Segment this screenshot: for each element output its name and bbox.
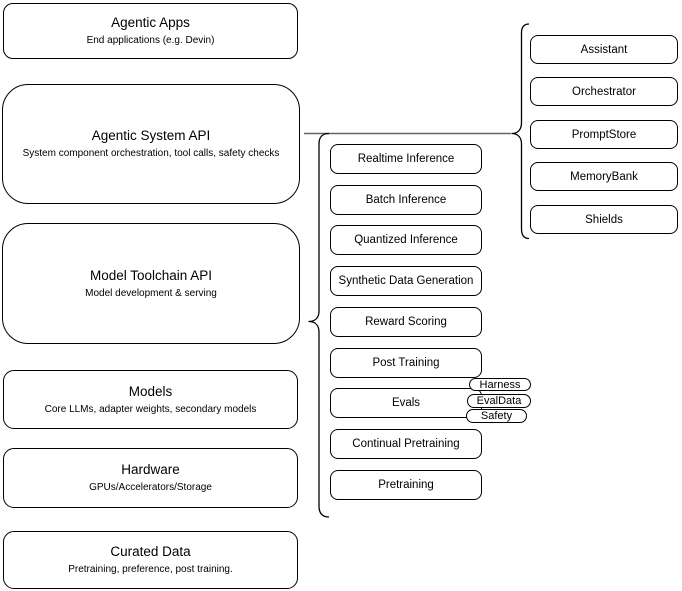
node-models: Models Core LLMs, adapter weights, secon… — [3, 370, 298, 429]
node-subtitle: GPUs/Accelerators/Storage — [89, 482, 212, 493]
node-quantized-inference: Quantized Inference — [330, 225, 482, 255]
node-subtitle: Pretraining, preference, post training. — [68, 564, 233, 575]
node-title: Curated Data — [110, 544, 191, 559]
node-label: Orchestrator — [572, 85, 636, 98]
node-subtitle: Core LLMs, adapter weights, secondary mo… — [44, 403, 257, 415]
node-model-toolchain-api: Model Toolchain API Model development & … — [2, 223, 300, 344]
node-batch-inference: Batch Inference — [330, 185, 482, 215]
node-subtitle: End applications (e.g. Devin) — [86, 35, 215, 46]
node-label: Synthetic Data Generation — [338, 275, 474, 287]
node-subtitle: System component orchestration, tool cal… — [22, 148, 280, 159]
node-label: MemoryBank — [570, 170, 638, 183]
pill-label: EvalData — [476, 395, 522, 407]
pill-safety: Safety — [466, 409, 527, 423]
node-label: Assistant — [580, 43, 628, 56]
node-synthetic-data-generation: Synthetic Data Generation — [330, 266, 482, 296]
pill-label: Safety — [480, 410, 513, 422]
node-agentic-apps: Agentic Apps End applications (e.g. Devi… — [3, 3, 298, 59]
node-subtitle: Model development & serving — [85, 287, 217, 299]
toolchain-group-brace — [308, 132, 330, 518]
node-title: Models — [128, 383, 173, 399]
system-group-brace — [511, 23, 530, 240]
pill-harness: Harness — [469, 378, 531, 391]
node-pretraining: Pretraining — [330, 470, 482, 500]
node-shields: Shields — [530, 205, 678, 234]
node-title: Model Toolchain API — [89, 267, 213, 283]
node-evals: Evals — [330, 388, 482, 418]
pill-label: Harness — [479, 378, 521, 391]
node-post-training: Post Training — [330, 348, 482, 378]
node-title: Agentic Apps — [111, 15, 190, 30]
node-assistant: Assistant — [530, 35, 678, 64]
node-agentic-system-api: Agentic System API System component orch… — [2, 84, 300, 204]
node-promptstore: PromptStore — [530, 120, 678, 149]
node-label: Continual Pretraining — [352, 438, 460, 450]
node-reward-scoring: Reward Scoring — [330, 307, 482, 337]
node-label: Evals — [391, 397, 421, 409]
node-label: Pretraining — [378, 479, 434, 491]
node-title: Hardware — [121, 462, 180, 477]
node-realtime-inference: Realtime Inference — [330, 144, 482, 174]
node-label: Post Training — [372, 357, 440, 369]
node-label: Shields — [585, 213, 623, 226]
node-hardware: Hardware GPUs/Accelerators/Storage — [3, 448, 298, 508]
pill-evaldata: EvalData — [467, 394, 531, 408]
node-label: Reward Scoring — [365, 316, 447, 328]
node-label: PromptStore — [571, 128, 637, 141]
node-label: Realtime Inference — [357, 153, 455, 165]
node-label: Quantized Inference — [354, 234, 458, 246]
node-continual-pretraining: Continual Pretraining — [330, 429, 482, 459]
node-title: Agentic System API — [91, 128, 211, 143]
node-orchestrator: Orchestrator — [530, 77, 678, 106]
node-label: Batch Inference — [365, 194, 447, 206]
node-memorybank: MemoryBank — [530, 162, 678, 191]
node-curated-data: Curated Data Pretraining, preference, po… — [3, 531, 298, 589]
